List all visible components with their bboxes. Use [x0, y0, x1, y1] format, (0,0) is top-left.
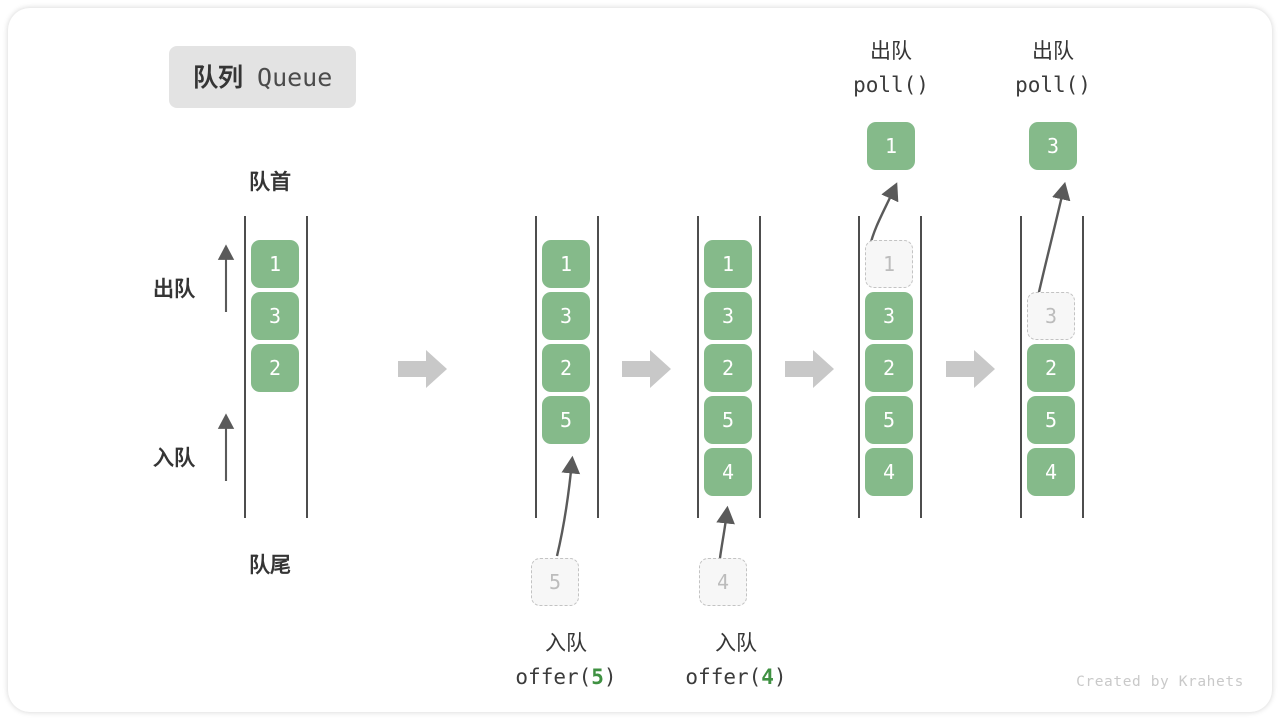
enqueue-side-label: 入队 — [153, 447, 195, 470]
step-arrow-icon — [946, 350, 995, 388]
queue-cell: 5 — [542, 396, 590, 444]
queue-cell: 5 — [865, 396, 913, 444]
dequeue-direction-arrow — [217, 244, 235, 312]
dequeue-operation-label-1: 出队 poll() — [803, 36, 979, 101]
queue-cell: 2 — [704, 344, 752, 392]
step-arrow-icon — [785, 350, 834, 388]
rail-right — [597, 216, 599, 518]
queue-cell: 1 — [542, 240, 590, 288]
queue-cell: 2 — [542, 344, 590, 392]
rail-left — [858, 216, 860, 518]
queue-cell: 2 — [251, 344, 299, 392]
enqueue-operation-label-2: 入队 offer(4) — [648, 628, 824, 693]
dequeue-motion-arrow — [1035, 181, 1071, 302]
dequeued-value-cell: 3 — [1029, 122, 1077, 170]
queue-cell: 3 — [542, 292, 590, 340]
rail-right — [920, 216, 922, 518]
rail-right — [306, 216, 308, 518]
operation-code: poll() — [853, 72, 929, 97]
queue-cell: 3 — [865, 292, 913, 340]
rail-left — [697, 216, 699, 518]
dequeued-value-cell: 1 — [867, 122, 915, 170]
step-arrow-icon — [398, 350, 447, 388]
rail-right — [1082, 216, 1084, 518]
rail-left — [1020, 216, 1022, 518]
step-arrow-icon — [622, 350, 671, 388]
rail-right — [759, 216, 761, 518]
dequeue-operation-label-2: 出队 poll() — [965, 36, 1141, 101]
title-english: Queue — [257, 63, 333, 92]
queue-cell: 2 — [865, 344, 913, 392]
dequeue-side-label: 出队 — [153, 278, 195, 301]
dequeued-ghost-cell: 1 — [865, 240, 913, 288]
head-label: 队首 — [249, 171, 291, 194]
queue-cell: 3 — [251, 292, 299, 340]
queue-cell: 4 — [704, 448, 752, 496]
queue-cell: 2 — [1027, 344, 1075, 392]
operation-name: 出队 — [870, 40, 912, 63]
enqueue-motion-arrow — [716, 505, 735, 559]
enqueue-direction-arrow — [217, 413, 235, 481]
rail-left — [535, 216, 537, 518]
queue-cell: 1 — [251, 240, 299, 288]
queue-cell: 5 — [704, 396, 752, 444]
operation-code: poll() — [1015, 72, 1091, 97]
queue-cell: 1 — [704, 240, 752, 288]
title-chinese: 队列 — [193, 64, 244, 92]
dequeued-ghost-cell: 3 — [1027, 292, 1075, 340]
enqueue-operation-label-1: 入队 offer(5) — [478, 628, 654, 693]
enqueue-motion-arrow — [555, 455, 581, 557]
operation-name: 入队 — [715, 632, 757, 655]
operation-code: offer(4) — [685, 664, 787, 689]
credit-text: Created by Krahets — [1076, 674, 1244, 690]
tail-label: 队尾 — [249, 554, 291, 577]
incoming-ghost-cell: 4 — [699, 558, 747, 606]
queue-cell: 4 — [865, 448, 913, 496]
queue-cell: 4 — [1027, 448, 1075, 496]
queue-cell: 5 — [1027, 396, 1075, 444]
queue-cell: 3 — [704, 292, 752, 340]
operation-name: 入队 — [545, 632, 587, 655]
operation-name: 出队 — [1032, 40, 1074, 63]
rail-left — [244, 216, 246, 518]
operation-code: offer(5) — [515, 664, 617, 689]
incoming-ghost-cell: 5 — [531, 558, 579, 606]
diagram-title: 队列 Queue — [169, 46, 357, 108]
diagram-card: 队列 Queue 队首 队尾 出队 入队 1 3 2 1 3 2 5 5 — [8, 8, 1272, 712]
